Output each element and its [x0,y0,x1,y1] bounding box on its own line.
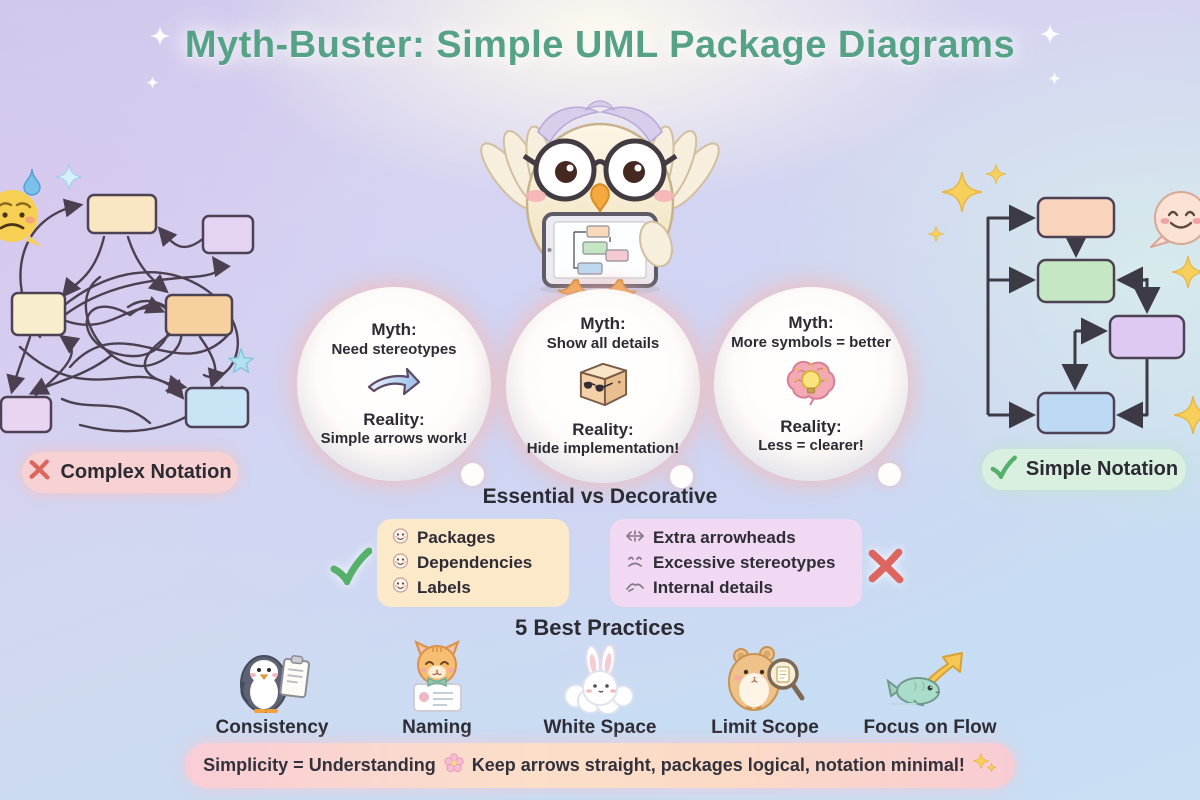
smiley-face-icon [392,552,409,574]
smiley-face-icon [392,528,409,549]
happy-face-icon [1148,190,1200,257]
practice-label: Naming [402,717,472,738]
curved-arrow-icon [366,365,422,404]
myth-bubble-stereotypes: Myth: Need stereotypes Reality: Simple a… [297,287,491,486]
yellow-sparkle-icon [985,163,1007,189]
essential-item-label: Labels [417,577,471,597]
essential-item-label: Dependencies [417,553,533,572]
reality-label: Reality: [363,410,425,429]
list-item: Dependencies [392,551,554,576]
bunny-cloud-icon [515,636,685,714]
reality-text: Simple arrows work! [320,430,468,448]
worried-face-icon [0,186,52,255]
sad-face-icon [625,552,645,575]
myth-label: Myth: [580,314,626,334]
yellow-sparkle-icon [941,171,983,217]
extra-arrowheads-icon [625,527,645,550]
practice-white-space: White Space [515,636,685,739]
list-item: Internal details [625,575,847,600]
footer-text-right: Keep arrows straight, packages logical, … [471,755,965,775]
complex-notation-caption: Complex Notation [22,452,238,493]
list-item: Labels [392,575,554,600]
essential-items-box: Packages Dependencies Labels [377,519,569,607]
myth-label: Myth: [788,313,834,333]
smiley-face-icon [392,577,409,598]
complex-diagram-illustration [0,185,265,450]
list-item: Extra arrowheads [625,526,847,551]
practice-consistency: Consistency [187,636,357,739]
myth-bubble-symbols: Myth: More symbols = better Reality: Les… [714,287,908,486]
fish-growth-arrow-icon [845,636,1015,714]
decorative-item-label: Internal details [653,577,773,597]
list-item: Packages [392,526,554,551]
reality-label: Reality: [780,417,842,436]
reality-label: Reality: [572,420,634,439]
penguin-clipboard-icon [187,636,357,714]
hamster-magnifier-icon [680,636,850,714]
myth-label: Myth: [371,320,417,340]
yellow-sparkle-icon [927,225,945,247]
practice-label: Consistency [215,717,329,738]
myth-bubble-details: Myth: Show all details Reality: Hide imp… [506,289,700,488]
myth-text: More symbols = better [731,333,891,351]
white-sparkle-icon [150,26,170,51]
practice-limit-scope: Limit Scope [680,636,850,739]
package-box-sunglasses-icon [572,359,634,414]
complex-notation-label: Complex Notation [60,461,232,483]
myth-text: Need stereotypes [331,340,457,358]
best-practices-heading: 5 Best Practices [515,615,685,640]
teal-star-icon [227,347,255,378]
blue-sparkle-icon [55,163,83,195]
brain-lightbulb-icon [784,358,838,411]
decorative-item-label: Extra arrowheads [653,528,796,548]
practice-label: White Space [543,717,657,738]
myth-text: Show all details [546,334,660,352]
cross-mark-icon [866,546,906,591]
white-sparkle-icon [146,76,159,94]
page-title: Myth-Buster: Simple UML Package Diagrams [184,24,1016,66]
essential-vs-decorative-heading: Essential vs Decorative [482,485,718,508]
decorative-items-box: Extra arrowheads Excessive stereotypes I… [610,519,862,607]
footer-banner: Simplicity = Understanding Keep arrows s… [185,743,1015,788]
list-item: Excessive stereotypes [625,551,847,576]
white-sparkle-icon [1040,24,1060,49]
simple-notation-label: Simple Notation [1025,458,1179,480]
decorative-item-label: Excessive stereotypes [653,553,836,572]
cherry-blossom-icon [444,753,464,778]
yellow-sparkle-icon [1173,395,1200,439]
simple-diagram-illustration [935,160,1200,450]
sparkles-icon [972,752,997,779]
white-sparkle-icon [1048,72,1061,90]
owl-with-tablet-icon [470,92,730,302]
practice-focus-on-flow: Focus on Flow [845,636,1015,739]
essential-item-label: Packages [417,528,496,548]
simple-notation-caption: Simple Notation [982,449,1186,490]
footer-text-left: Simplicity = Understanding [203,755,436,775]
practice-naming: Naming [352,636,522,739]
reality-text: Less = clearer! [758,437,864,455]
cross-mark-icon [28,458,51,487]
sweat-drop-icon [22,168,42,201]
cat-name-card-icon [352,636,522,714]
practice-label: Limit Scope [711,717,819,738]
reality-text: Hide implementation! [526,440,680,458]
practice-label: Focus on Flow [863,717,997,738]
check-mark-icon [990,454,1017,485]
yellow-sparkle-icon [1171,255,1200,293]
check-mark-icon [330,545,373,590]
scribble-details-icon [625,576,645,599]
